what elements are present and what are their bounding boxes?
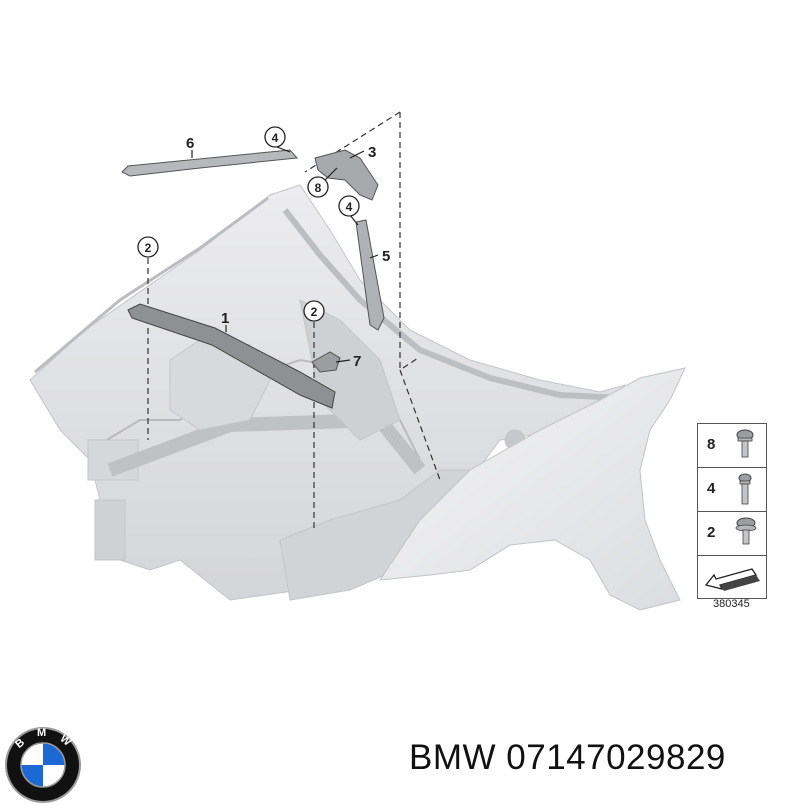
fender-panel (378, 367, 686, 611)
legend-number: 8 (707, 436, 716, 453)
callout-leaders (191, 146, 379, 363)
direction-arrow-icon (704, 568, 760, 591)
legend-arrow-cell (697, 555, 767, 599)
part-number-caption: BMW 07147029829 (409, 738, 726, 777)
bolt-icon (738, 473, 752, 505)
circled-callout-4-top: 4 (264, 126, 286, 148)
part-3-bracket (314, 149, 379, 201)
diagram-reference-code: 380345 (713, 598, 750, 610)
legend-number: 4 (707, 480, 716, 497)
legend-number: 2 (707, 524, 716, 541)
svg-text:2: 2 (145, 241, 152, 255)
callout-3: 3 (368, 144, 376, 161)
bolt-with-washer-icon (736, 429, 754, 458)
bmw-roundel-logo: B M W (5, 727, 81, 803)
legend-row-2: 2 (697, 511, 767, 555)
svg-text:2: 2 (311, 305, 318, 319)
circled-callout-8: 8 (307, 176, 329, 198)
svg-text:4: 4 (346, 200, 353, 214)
part-1-crossmember (127, 303, 336, 409)
svg-text:M: M (37, 727, 46, 739)
fastener-legend: 8 4 2 (697, 423, 767, 599)
part-5-strut (355, 219, 385, 331)
callout-6: 6 (186, 135, 194, 152)
callout-5: 5 (382, 248, 390, 265)
part-6-brace (121, 149, 299, 177)
legend-row-8: 8 (697, 423, 767, 467)
circled-callout-4-strut: 4 (338, 195, 360, 217)
callout-7: 7 (353, 353, 361, 370)
part-7-clip (311, 351, 341, 373)
parts-diagram: 1 3 5 6 7 4 8 4 2 2 (29, 111, 686, 611)
svg-text:8: 8 (315, 181, 322, 195)
circled-callout-2-left: 2 (137, 236, 159, 258)
svg-text:4: 4 (272, 131, 279, 145)
bolt-with-flange-icon (735, 517, 757, 545)
circled-callout-2-center: 2 (303, 300, 325, 322)
legend-row-4: 4 (697, 467, 767, 511)
callout-1: 1 (221, 310, 229, 327)
